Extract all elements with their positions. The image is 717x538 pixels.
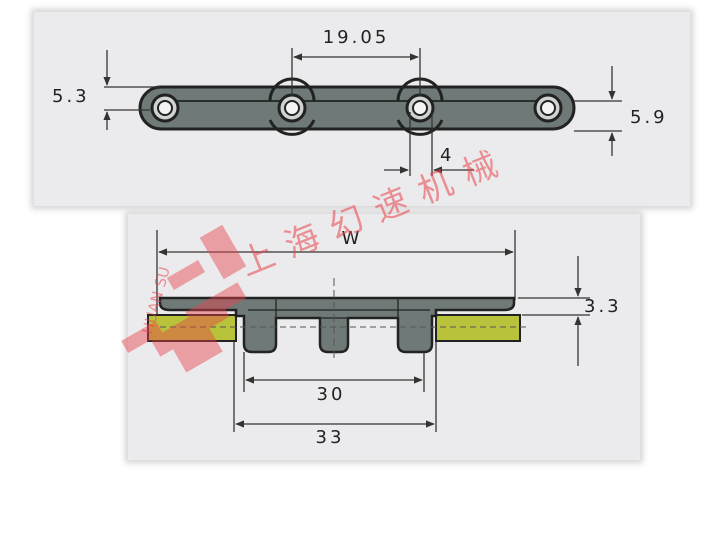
pin-hole-4 — [533, 93, 563, 123]
right-height-label: 5.9 — [630, 107, 668, 128]
watermark-text: 上海幻速机械 — [234, 139, 516, 284]
width-dimension — [156, 230, 516, 315]
company-logo-icon — [121, 224, 247, 373]
outer-span-label: 33 — [316, 427, 345, 448]
wear-strip-left — [147, 314, 237, 342]
pin-hole-3 — [405, 93, 435, 123]
chain-cross-section — [158, 278, 530, 360]
thickness-label: 3.3 — [584, 296, 622, 317]
wear-strip-right — [435, 314, 521, 342]
pin-dim-label: 4 — [440, 145, 454, 166]
right-height-dimension — [574, 66, 622, 156]
pin-hole-1 — [150, 93, 180, 123]
pitch-label: 19.05 — [323, 27, 390, 48]
width-label: W — [342, 228, 363, 249]
chain-side-profile — [138, 77, 576, 136]
pitch-dimension — [291, 48, 421, 96]
pin-dimension — [384, 112, 474, 176]
outer-span-dimension — [233, 342, 437, 432]
inner-span-label: 30 — [317, 384, 346, 405]
inner-span-dimension — [243, 352, 425, 392]
pin-hole-2 — [277, 93, 307, 123]
left-height-dimension — [103, 50, 160, 130]
left-height-label: 5.3 — [52, 86, 90, 107]
thickness-dimension — [518, 256, 590, 366]
